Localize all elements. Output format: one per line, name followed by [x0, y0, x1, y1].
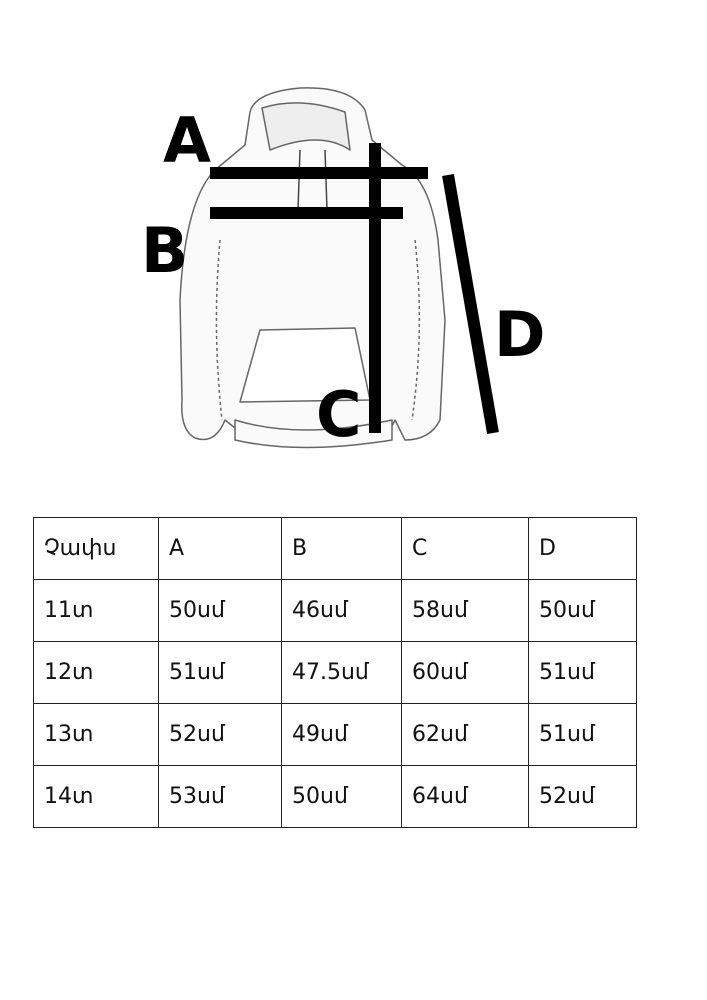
hoodie-diagram: A B C D: [141, 87, 545, 451]
cell: 50սմ: [158, 579, 282, 642]
cell: 11տ: [33, 579, 159, 642]
label-b: B: [141, 214, 188, 287]
cell: 52սմ: [158, 703, 282, 766]
header-b: B: [281, 517, 402, 580]
cell: 47.5սմ: [281, 641, 402, 704]
measure-line-a: [210, 167, 428, 179]
measurement-lines: [210, 143, 499, 435]
cell: 14տ: [33, 765, 159, 828]
measure-line-c: [369, 143, 381, 433]
measure-line-d: [442, 173, 499, 435]
cell: 46սմ: [281, 579, 402, 642]
cell: 50սմ: [528, 579, 637, 642]
cell: 50սմ: [281, 765, 402, 828]
header-c: C: [401, 517, 529, 580]
cell: 51սմ: [528, 703, 637, 766]
label-c: C: [316, 378, 362, 451]
header-d: D: [528, 517, 637, 580]
cell: 49սմ: [281, 703, 402, 766]
cell: 58սմ: [401, 579, 529, 642]
hoodie-sketch: [179, 87, 446, 449]
cell: 62սմ: [401, 703, 529, 766]
header-size: Չափս: [33, 517, 159, 580]
cell: 13տ: [33, 703, 159, 766]
cell: 51սմ: [528, 641, 637, 704]
table-header-row: Չափս A B C D: [33, 517, 637, 580]
cell: 64սմ: [401, 765, 529, 828]
cell: 51սմ: [158, 641, 282, 704]
cell: 12տ: [33, 641, 159, 704]
cell: 52սմ: [528, 765, 637, 828]
label-a: A: [163, 104, 211, 177]
cell: 60սմ: [401, 641, 529, 704]
measure-line-b: [210, 207, 403, 219]
label-d: D: [494, 298, 545, 371]
cell: 53սմ: [158, 765, 282, 828]
header-a: A: [158, 517, 282, 580]
